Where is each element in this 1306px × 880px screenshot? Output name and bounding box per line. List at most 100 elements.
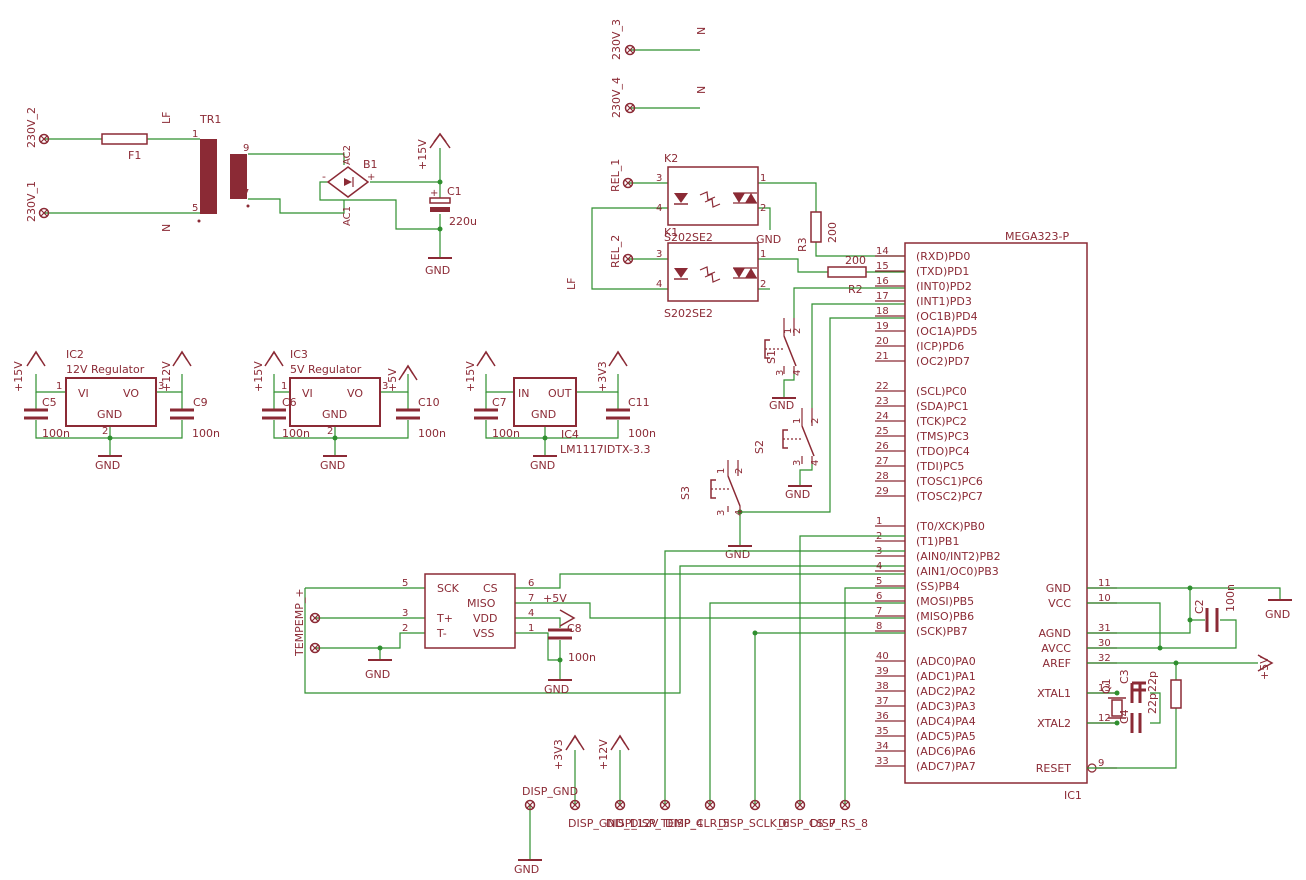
regulator-section: IC2 12V Regulator VI VO GND 1 3 2 C5 100…: [12, 348, 656, 472]
c8-name: C8: [567, 622, 582, 635]
mcu-pin-label: (AIN1/OC0)PB3: [916, 565, 999, 578]
sensor-tplus: T+: [436, 612, 453, 625]
mcu-ic1[interactable]: [904, 242, 1088, 784]
mcu-pin-label: VCC: [1048, 597, 1071, 610]
capacitor-c4[interactable]: [1130, 713, 1142, 733]
connector-230v3[interactable]: [624, 44, 636, 56]
supply-12v-label: +12V: [160, 361, 173, 392]
gnd-label: GND: [320, 459, 345, 472]
connector-disp-2[interactable]: [614, 799, 626, 811]
net-cap-gnd: [1150, 692, 1161, 724]
s2-pin3: 3: [792, 460, 803, 466]
mcu-pin-number: 31: [1098, 623, 1111, 634]
capacitor-c11[interactable]: [606, 408, 630, 420]
connector-disp-gnd[interactable]: [524, 799, 536, 811]
ic4-gnd: GND: [531, 408, 556, 421]
connector-disp-4[interactable]: [704, 799, 716, 811]
r3-name: R3: [796, 237, 809, 252]
net-pb2: [664, 550, 905, 805]
mcu-pin-label: XTAL2: [1037, 717, 1071, 730]
supply-arrow-icon: [1257, 654, 1274, 672]
mains-outputs-section: 230V_3 230V_4 N N: [610, 19, 708, 118]
net-ic3-gnd: [273, 420, 409, 439]
net-s2-pd3: [811, 303, 905, 408]
connector-temp-b[interactable]: [309, 642, 321, 654]
rectifier-ac2: AC2: [342, 145, 353, 165]
c11-name: C11: [628, 396, 650, 409]
capacitor-c8[interactable]: [548, 628, 572, 640]
net-cs-pb3: [515, 573, 905, 589]
mcu-ref: IC1: [1064, 789, 1082, 802]
s2-pin1: 1: [792, 418, 803, 424]
switch-s1[interactable]: [764, 318, 797, 374]
s3-pin1: 1: [716, 468, 727, 474]
regulator-ic2[interactable]: [65, 377, 157, 427]
net-sck-loop: [304, 565, 905, 694]
net-vss: [515, 632, 560, 661]
mains-power-section: 230V_2 230V_1 F1 LF N TR1 PRI SEC 1 5 9 …: [25, 107, 477, 277]
label-230v1: 230V_1: [25, 181, 38, 222]
mcu-left-pins: 14(RXD)PD015(TXD)PD116(INT0)PD217(INT1)P…: [875, 246, 1001, 773]
relay-k1[interactable]: [667, 242, 759, 302]
capacitor-c7[interactable]: [474, 408, 498, 420]
connector-temp-a[interactable]: [309, 612, 321, 624]
capacitor-c10[interactable]: [396, 408, 420, 420]
mcu-pin-label: (ADC3)PA3: [916, 700, 976, 713]
connector-disp-6[interactable]: [794, 799, 806, 811]
connector-disp-7[interactable]: [839, 799, 851, 811]
sensor-vss: VSS: [473, 627, 495, 640]
fuse-f1[interactable]: [101, 133, 148, 145]
connector-disp-1[interactable]: [569, 799, 581, 811]
capacitor-c2[interactable]: [1205, 608, 1219, 632]
supply-5v-label: +5V: [1258, 656, 1271, 680]
capacitor-c3[interactable]: [1130, 681, 1146, 703]
transformer-tr1[interactable]: [197, 139, 250, 223]
resistor-r3[interactable]: [810, 211, 822, 243]
junction: [752, 630, 758, 636]
label-disp-gnd: DISP_GND: [522, 785, 578, 798]
supply-arrow-icon: [476, 350, 496, 367]
switch-s3[interactable]: [710, 460, 741, 512]
connector-230v1[interactable]: [38, 207, 50, 219]
ic3-vi: VI: [302, 387, 313, 400]
mcu-pin-label: (SDA)PC1: [916, 400, 969, 413]
connector-disp-3[interactable]: [659, 799, 671, 811]
switch-s2[interactable]: [782, 408, 815, 464]
capacitor-c5[interactable]: [24, 408, 48, 420]
connector-disp-5[interactable]: [749, 799, 761, 811]
capacitor-c6[interactable]: [262, 408, 286, 420]
mcu-pin-number: 19: [876, 321, 889, 332]
mcu-pin-number: 35: [876, 726, 889, 737]
s3-pin3: 3: [716, 510, 727, 516]
ic4-desc: LM1117IDTX-3.3: [560, 443, 651, 456]
connector-230v4[interactable]: [624, 102, 636, 114]
mcu-pin-label: (T0/XCK)PB0: [916, 520, 985, 533]
capacitor-c1[interactable]: [429, 197, 451, 212]
mcu-pin-label: (ADC0)PA0: [916, 655, 976, 668]
mcu-pin-label: (TXD)PD1: [916, 265, 969, 278]
resistor-reset[interactable]: [1170, 679, 1182, 709]
net-k1-r2: [758, 258, 828, 273]
relay-k2[interactable]: [667, 166, 759, 226]
sensor-ic[interactable]: [424, 573, 516, 649]
connector-rel2[interactable]: [622, 253, 634, 265]
relay-k2-name: K2: [664, 152, 678, 165]
crystal-q1[interactable]: [1108, 697, 1126, 719]
label-rel2: REL_2: [609, 235, 622, 268]
regulator-ic3[interactable]: [289, 377, 381, 427]
switch-s2-name: S2: [753, 440, 766, 454]
regulator-ic4[interactable]: [513, 377, 577, 427]
supply-15v-label: +15V: [464, 361, 477, 392]
mcu-pin-number: 33: [876, 756, 889, 767]
s2-pin2: 2: [810, 418, 821, 424]
sensor-pin6: 6: [528, 578, 534, 589]
bridge-rectifier-b1[interactable]: [326, 166, 370, 198]
c9-name: C9: [193, 396, 208, 409]
capacitor-c9[interactable]: [170, 408, 194, 420]
connector-230v2[interactable]: [38, 133, 50, 145]
connector-rel1[interactable]: [622, 177, 634, 189]
resistor-r2[interactable]: [827, 266, 867, 278]
mcu-name: MEGA323-P: [1005, 230, 1069, 243]
mcu-pin-number: 9: [1098, 758, 1104, 769]
